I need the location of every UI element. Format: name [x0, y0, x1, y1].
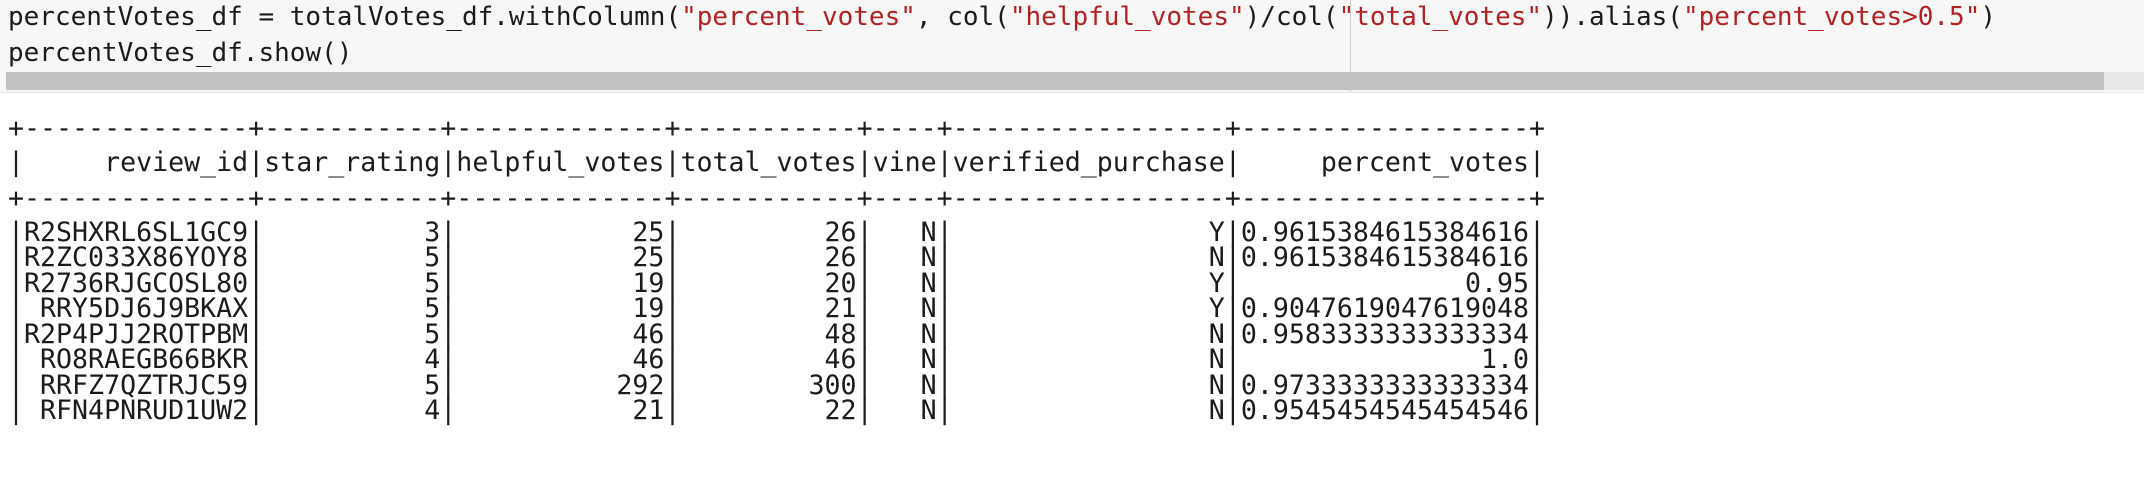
code-line-1[interactable]: percentVotes_df = totalVotes_df.withColu… [8, 0, 1996, 34]
table-row: | RRY5DJ6J9BKAX| 5| 19| 21| N| Y|0.90476… [8, 293, 1546, 324]
table-row: | RRFZ7QZTRJC59| 5| 292| 300| N| N|0.973… [8, 370, 1546, 401]
code-token: , col( [915, 2, 1010, 32]
code-token: percentVotes_df = totalVotes_df.withColu… [8, 2, 682, 32]
output-line: +--------------+-----------+------------… [8, 183, 1546, 214]
table-row: | RO8RAEGB66BKR| 4| 46| 46| N| N| 1.0| [8, 344, 1546, 375]
table-row: |R2P4PJJ2ROTPBM| 5| 46| 48| N| N|0.95833… [8, 319, 1546, 350]
code-token: )/col( [1244, 2, 1339, 32]
code-cell[interactable]: percentVotes_df = totalVotes_df.withColu… [0, 0, 2144, 93]
table-row: |R2ZC033X86YOY8| 5| 25| 26| N| N|0.96153… [8, 242, 1546, 273]
code-string-token: "percent_votes" [681, 2, 916, 32]
output-line: +--------------+-----------+------------… [8, 113, 1546, 144]
code-string-token: "total_votes" [1338, 2, 1543, 32]
code-line-2[interactable]: percentVotes_df.show() [8, 36, 352, 70]
output-line: | review_id|star_rating|helpful_votes|to… [8, 147, 1546, 178]
code-string-token: "helpful_votes" [1009, 2, 1245, 32]
cell-output: +--------------+-----------+------------… [0, 112, 2144, 488]
code-token: percentVotes_df.show() [8, 38, 353, 68]
horizontal-scrollbar-thumb[interactable] [6, 72, 2104, 90]
code-token: ) [1980, 2, 1997, 32]
vertical-guide [1350, 0, 1351, 92]
table-row: |R2736RJGCOSL80| 5| 19| 20| N| Y| 0.95| [8, 268, 1546, 299]
horizontal-scrollbar[interactable] [6, 72, 2144, 90]
table-row: | RFN4PNRUD1UW2| 4| 21| 22| N| N|0.95454… [8, 395, 1546, 426]
table-row: |R2SHXRL6SL1GC9| 3| 25| 26| N| Y|0.96153… [8, 217, 1546, 248]
code-token: )).alias( [1542, 2, 1683, 32]
code-string-token: "percent_votes>0.5" [1682, 2, 1981, 32]
